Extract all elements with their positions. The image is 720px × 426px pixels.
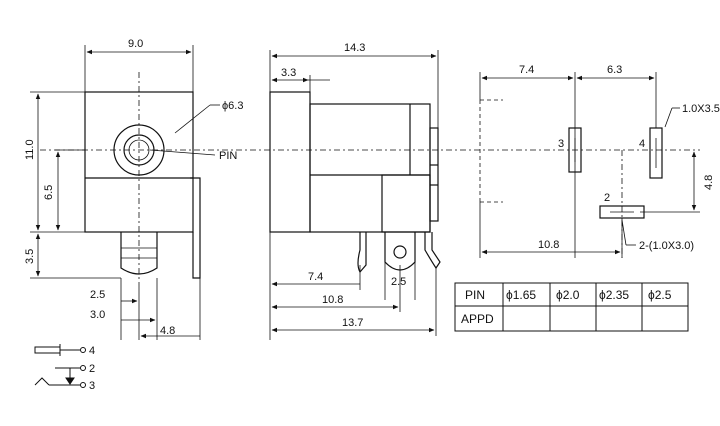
front-dim-3-0: 3.0 bbox=[90, 309, 105, 321]
slot-2-label: 2 bbox=[604, 192, 610, 204]
slot-3 bbox=[568, 127, 582, 173]
schematic-pin-3: 3 bbox=[89, 380, 95, 392]
front-width-dim: 9.0 bbox=[128, 38, 143, 50]
bottom-pin bbox=[120, 232, 158, 275]
schematic-symbol bbox=[34, 344, 86, 388]
pcb-dim-7-4: 7.4 bbox=[519, 64, 534, 76]
front-dim-4-8: 4.8 bbox=[160, 325, 175, 337]
slot-3-label: 3 bbox=[558, 138, 564, 150]
side-view-pin-right bbox=[424, 232, 441, 270]
side-view bbox=[269, 91, 441, 274]
slot-size-2-label: 2-(1.0X3.0) bbox=[639, 240, 694, 252]
side-view-pin-left bbox=[357, 232, 367, 274]
slot-size-4-label: 1.0X3.5 bbox=[682, 103, 720, 115]
side-length-dim: 14.3 bbox=[344, 42, 365, 54]
side-dim-7-4: 7.4 bbox=[308, 271, 323, 283]
pcb-dim-10-8: 10.8 bbox=[538, 239, 559, 251]
schematic-pin-2: 2 bbox=[89, 363, 95, 375]
side-pin bbox=[190, 177, 201, 279]
table-header-label: PIN bbox=[465, 288, 485, 302]
table-col-3: ϕ2.35 bbox=[599, 288, 629, 302]
front-height-dim: 11.0 bbox=[24, 139, 36, 160]
slot-4 bbox=[649, 127, 663, 179]
side-dim-13-7: 13.7 bbox=[342, 317, 363, 329]
pin-label: PIN bbox=[219, 150, 237, 162]
side-dim-10-8: 10.8 bbox=[322, 294, 343, 306]
pin-table bbox=[454, 282, 689, 332]
pcb-dim-4-8: 4.8 bbox=[703, 175, 715, 190]
pcb-layout bbox=[479, 72, 700, 258]
table-row-label: APPD bbox=[461, 312, 494, 326]
front-pin-dim: 3.5 bbox=[24, 249, 36, 264]
slot-4-label: 4 bbox=[639, 138, 645, 150]
side-front-flange bbox=[269, 91, 311, 233]
side-view-pin-mid bbox=[384, 232, 416, 271]
side-body bbox=[309, 103, 431, 233]
table-col-1: ϕ1.65 bbox=[506, 288, 536, 302]
schematic-pin-4: 4 bbox=[89, 345, 95, 357]
front-dim-2-5: 2.5 bbox=[90, 289, 105, 301]
side-dim-2-5: 2.5 bbox=[391, 276, 406, 288]
front-center-dim: 6.5 bbox=[43, 185, 55, 200]
side-front-dim: 3.3 bbox=[281, 67, 296, 79]
pcb-dim-6-3: 6.3 bbox=[607, 64, 622, 76]
slot-2 bbox=[599, 205, 645, 219]
front-view bbox=[84, 91, 201, 279]
table-col-4: ϕ2.5 bbox=[648, 288, 672, 302]
hole-dia-label: ϕ6.3 bbox=[222, 100, 243, 112]
table-col-2: ϕ2.0 bbox=[556, 288, 580, 302]
